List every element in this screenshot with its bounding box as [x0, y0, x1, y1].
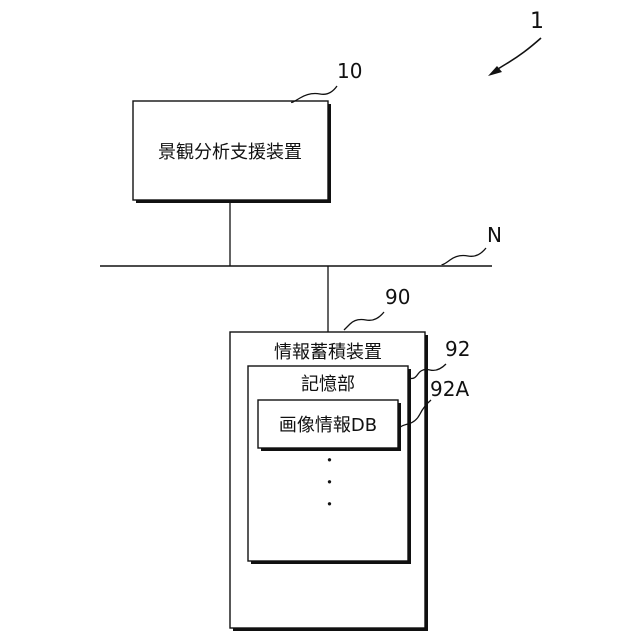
info-storage-leader	[344, 312, 384, 330]
network-ref-leader	[442, 248, 486, 265]
continuation-ellipsis: ・・・	[319, 452, 338, 518]
landscape-device-ref: 10	[337, 59, 362, 83]
info-storage-ref: 90	[385, 285, 410, 309]
landscape-device-leader	[292, 86, 337, 103]
info-storage-label: 情報蓄積装置	[274, 342, 382, 363]
storage-unit-label: 記憶部	[301, 374, 355, 395]
storage-unit-ref: 92	[445, 337, 470, 361]
image-db-label: 画像情報DB	[279, 415, 377, 436]
system-ref-label: 1	[530, 9, 544, 34]
network-ref-label: N	[487, 223, 502, 247]
landscape-device-label: 景観分析支援装置	[158, 142, 302, 163]
system-ref-leader	[494, 38, 541, 72]
image-db-ref: 92A	[430, 377, 469, 401]
